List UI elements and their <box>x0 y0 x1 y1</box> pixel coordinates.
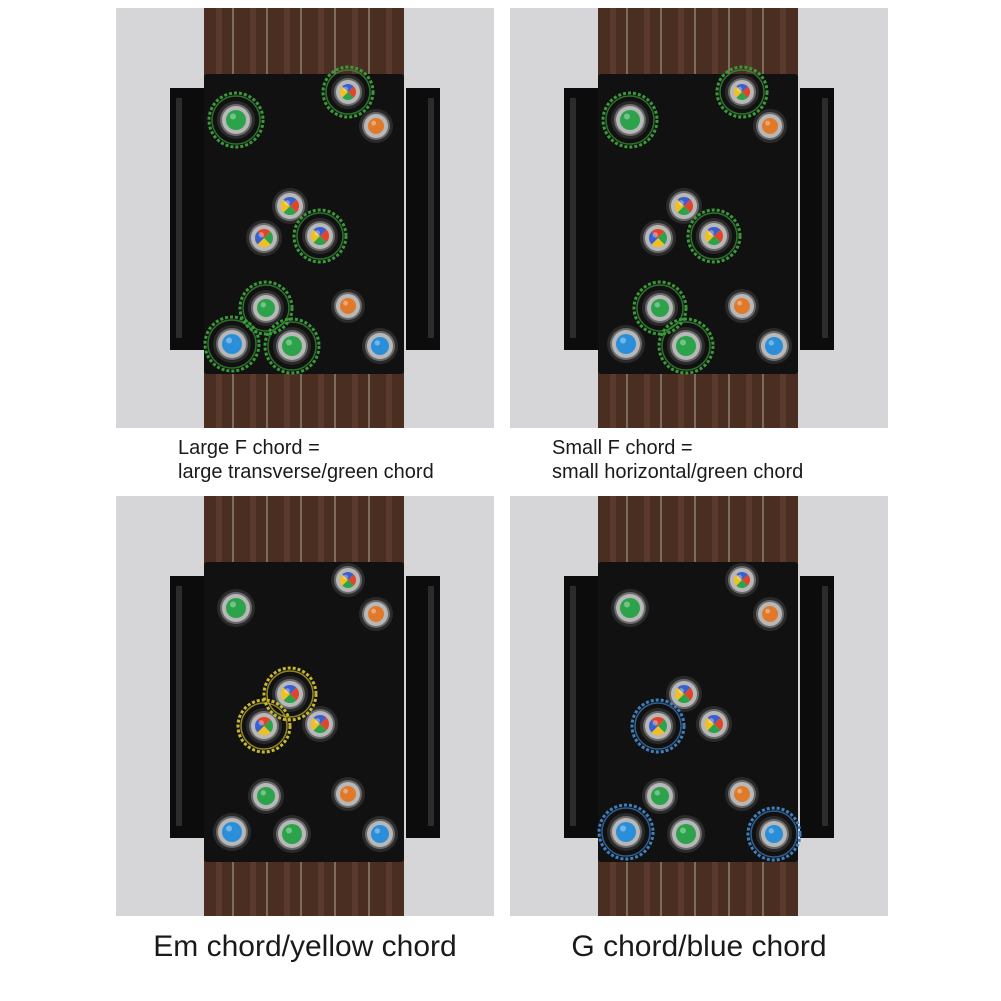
chord-button-b2 <box>667 815 705 853</box>
chord-button-m1 <box>666 188 702 224</box>
highlight-ring <box>657 317 715 375</box>
chord-button-t1 <box>217 589 255 627</box>
panel-em-chord <box>116 496 494 916</box>
chord-button-o1 <box>331 289 365 323</box>
caption-g-chord: G chord/blue chord <box>510 930 888 964</box>
left-clip <box>564 576 598 838</box>
chord-button-m3 <box>640 220 676 256</box>
chord-button-b2 <box>273 327 311 365</box>
chord-device-image <box>170 8 440 428</box>
chord-button-o1 <box>725 289 759 323</box>
caption-line-1: Large F chord = <box>178 437 320 459</box>
chord-highlight-rings <box>597 698 802 862</box>
chord-buttons <box>213 563 398 853</box>
chord-button-m1 <box>272 676 308 712</box>
chord-button-b1 <box>213 813 251 851</box>
chord-button-b4 <box>362 816 398 852</box>
chord-device-image <box>170 496 440 916</box>
chord-button-b4 <box>756 328 792 364</box>
highlight-ring <box>630 698 686 754</box>
right-clip <box>406 576 440 838</box>
chord-button-m3 <box>640 708 676 744</box>
chord-button-l2 <box>642 778 678 814</box>
chord-buttons <box>607 75 792 365</box>
chord-button-t1 <box>611 101 649 139</box>
highlight-ring <box>715 65 769 119</box>
chord-button-t3 <box>753 597 787 631</box>
chord-button-o1 <box>725 777 759 811</box>
chord-button-b1 <box>213 325 251 363</box>
highlight-ring <box>207 91 265 149</box>
chord-button-t2 <box>725 563 759 597</box>
highlight-ring <box>601 91 659 149</box>
right-clip <box>800 88 834 350</box>
chord-button-t2 <box>725 75 759 109</box>
chord-buttons <box>607 563 792 853</box>
caption-line-1: Em chord/yellow chord <box>153 930 457 963</box>
highlight-ring <box>203 315 261 373</box>
left-clip <box>564 88 598 350</box>
caption-line-1: Small F chord = <box>552 437 693 459</box>
chord-button-t2 <box>331 75 365 109</box>
caption-line-2: large transverse/green chord <box>178 461 434 483</box>
chord-button-m1 <box>666 676 702 712</box>
chord-button-o1 <box>331 777 365 811</box>
caption-line-2: small horizontal/green chord <box>552 461 804 483</box>
highlight-ring <box>238 280 294 336</box>
chord-buttons <box>213 75 398 365</box>
highlight-ring <box>597 803 655 861</box>
highlight-ring <box>321 65 375 119</box>
chord-button-l2 <box>248 778 284 814</box>
chord-button-l2 <box>642 290 678 326</box>
chord-button-t1 <box>217 101 255 139</box>
left-clip <box>170 576 204 838</box>
highlight-ring <box>632 280 688 336</box>
chord-button-m3 <box>246 708 282 744</box>
chord-button-m2 <box>696 218 732 254</box>
highlight-ring <box>686 208 742 264</box>
left-clip <box>170 88 204 350</box>
chord-device-image <box>564 496 834 916</box>
chord-button-b1 <box>607 325 645 363</box>
chord-button-b2 <box>273 815 311 853</box>
chord-button-t2 <box>331 563 365 597</box>
panel-large-f-chord <box>116 8 494 428</box>
chord-button-l2 <box>248 290 284 326</box>
caption-large-f-chord: Large F chord = large transverse/green c… <box>178 436 434 484</box>
chord-button-m2 <box>302 706 338 742</box>
chord-highlight-rings <box>236 666 318 754</box>
right-clip <box>406 88 440 350</box>
chord-button-t3 <box>359 597 393 631</box>
panel-g-chord <box>510 496 888 916</box>
highlight-ring <box>236 698 292 754</box>
caption-small-f-chord: Small F chord = small horizontal/green c… <box>552 436 803 484</box>
chord-button-m1 <box>272 188 308 224</box>
chord-button-t1 <box>611 589 649 627</box>
chord-highlight-rings <box>203 65 375 375</box>
highlight-ring <box>263 317 321 375</box>
chord-button-b1 <box>607 813 645 851</box>
chord-button-t3 <box>753 109 787 143</box>
chord-button-b2 <box>667 327 705 365</box>
highlight-ring <box>746 806 802 862</box>
chord-button-t3 <box>359 109 393 143</box>
chord-highlight-rings <box>601 65 769 375</box>
chord-button-b4 <box>362 328 398 364</box>
chord-button-b4 <box>756 816 792 852</box>
chord-button-m2 <box>302 218 338 254</box>
caption-em-chord: Em chord/yellow chord <box>116 930 494 964</box>
chord-device-image <box>564 8 834 428</box>
highlight-ring <box>292 208 348 264</box>
caption-line-1: G chord/blue chord <box>571 930 827 963</box>
chord-button-m3 <box>246 220 282 256</box>
panel-small-f-chord <box>510 8 888 428</box>
right-clip <box>800 576 834 838</box>
chord-button-m2 <box>696 706 732 742</box>
